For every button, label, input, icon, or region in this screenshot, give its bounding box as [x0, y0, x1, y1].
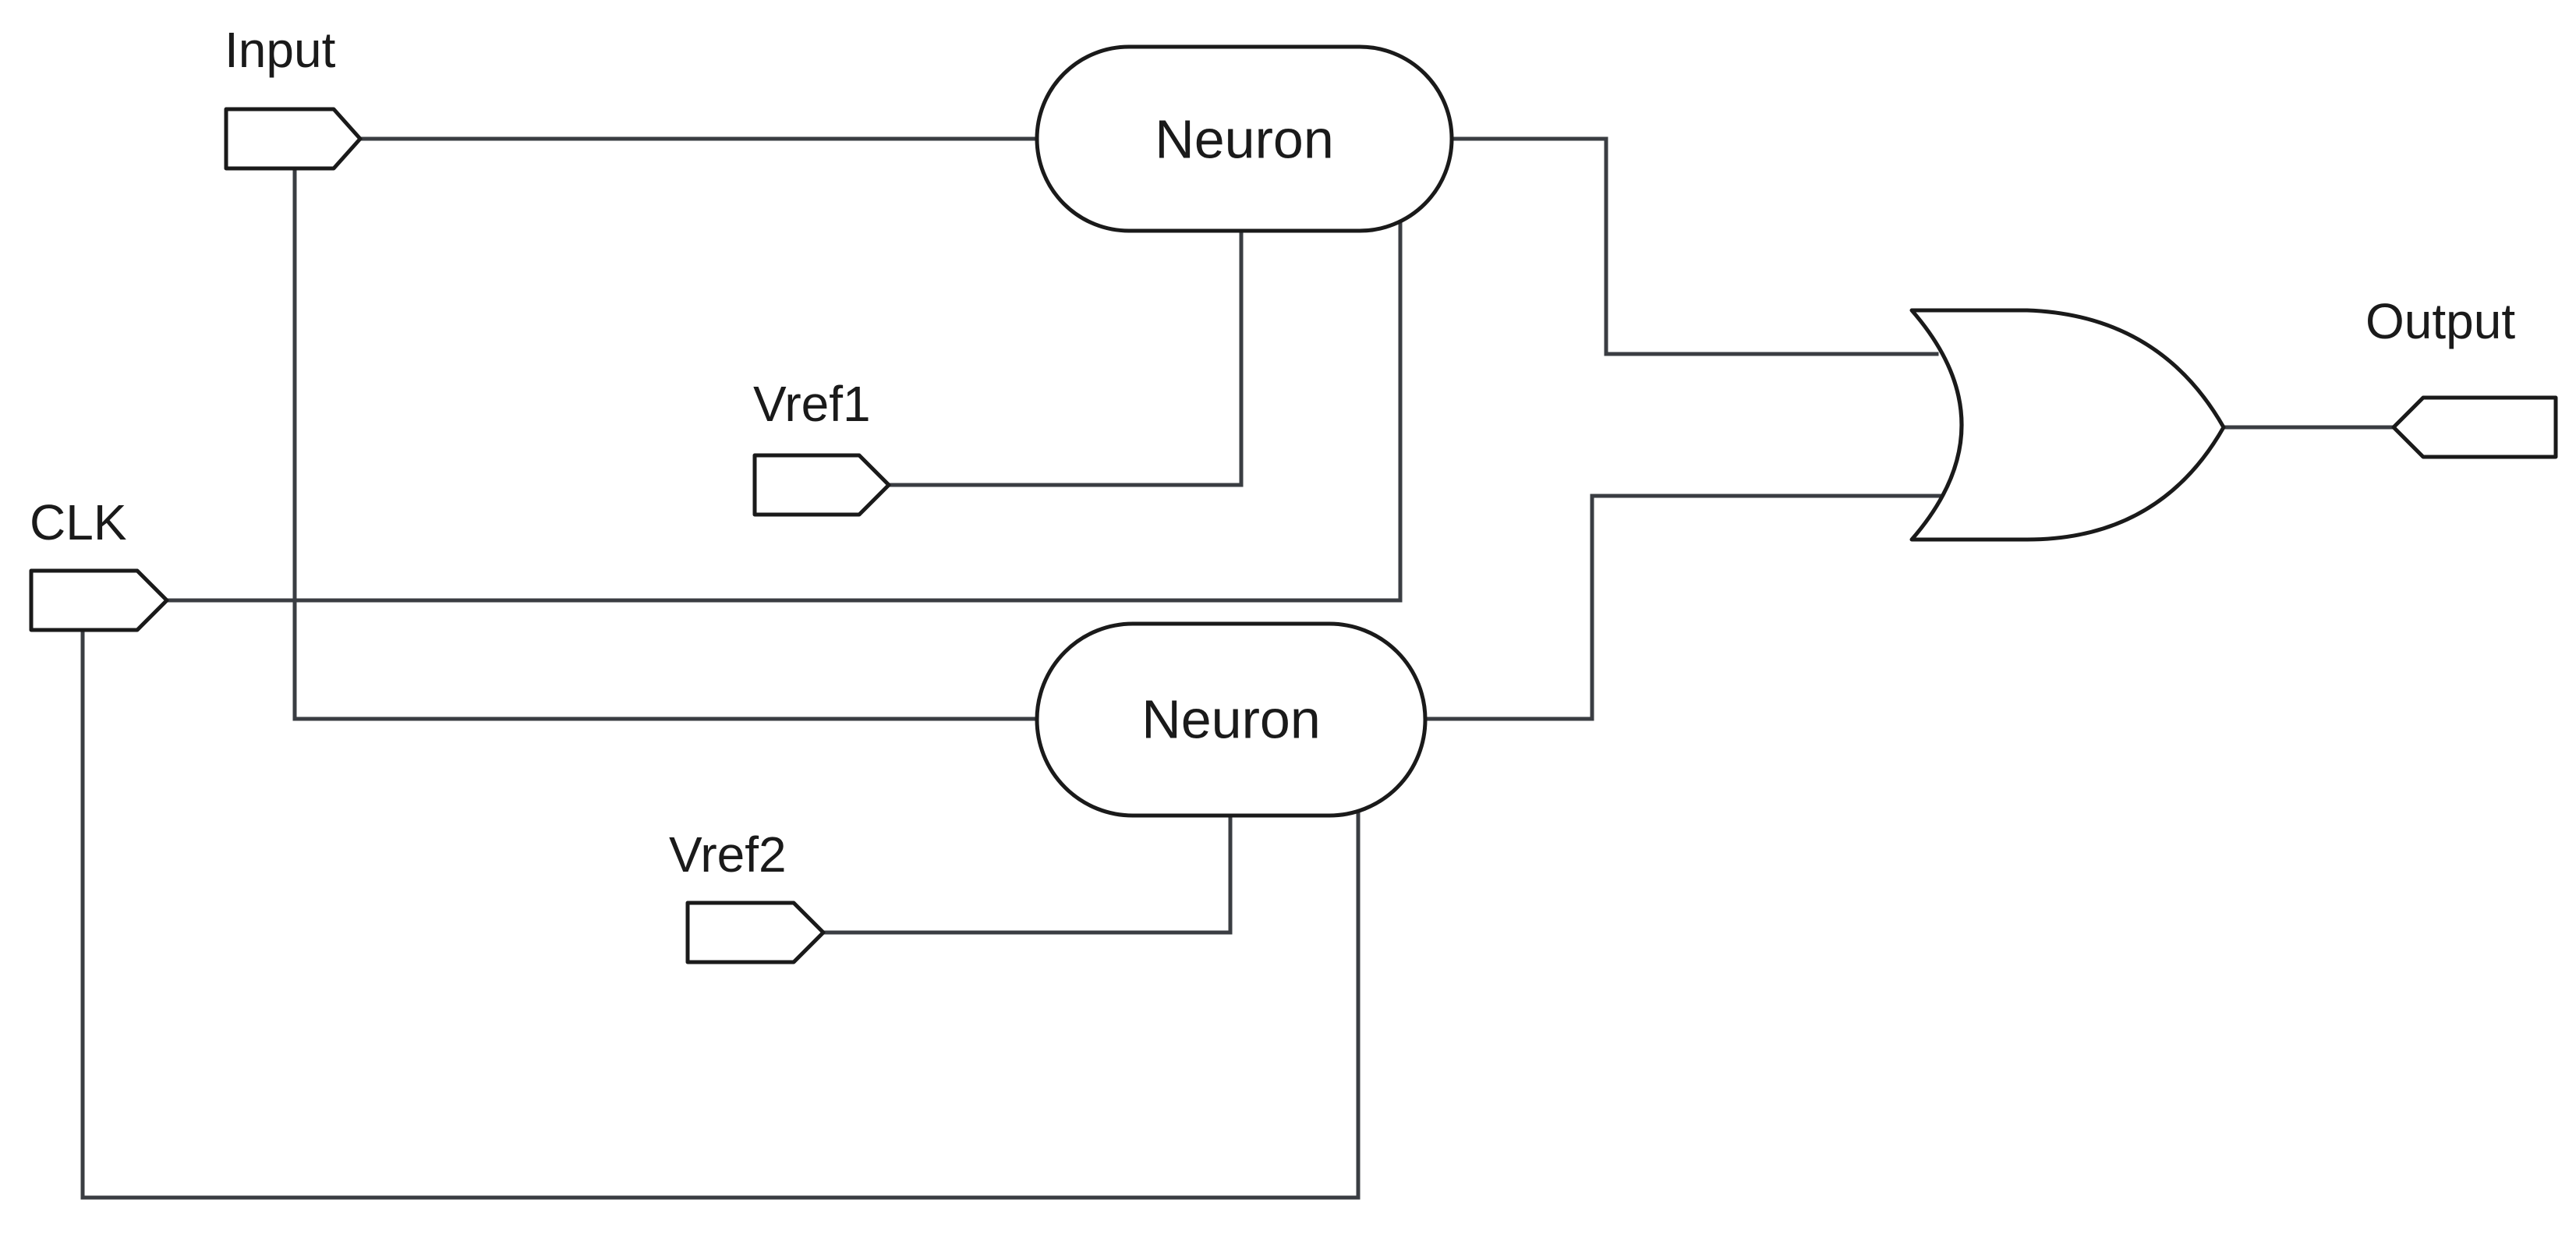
or-gate-shape: [1909, 308, 2226, 542]
port-clk-shape: [29, 568, 169, 632]
port-vref2-shape: [685, 901, 826, 964]
wire-neuron-top-to-or: [1449, 136, 1939, 356]
neuron-block-bottom: Neuron: [1035, 621, 1428, 818]
port-output-shape: [2391, 395, 2558, 459]
wire-vref2-to-neuron-bottom: [821, 813, 1233, 935]
wire-input-to-neuron-bottom: [292, 168, 1039, 721]
neuron-top-label: Neuron: [1155, 108, 1334, 169]
port-vref1: Vref1: [752, 376, 891, 517]
wire-clk-to-neuron-top: [165, 218, 1403, 603]
port-clk-label: CLK: [30, 494, 127, 550]
wire-vref1-to-neuron-top: [886, 228, 1244, 487]
port-vref2-label: Vref2: [669, 826, 787, 883]
wire-neuron-bottom-to-or: [1423, 494, 1951, 721]
port-output-label: Output: [2365, 293, 2515, 349]
port-vref2: Vref2: [669, 826, 826, 964]
wires: [80, 136, 2396, 1200]
port-vref1-shape: [752, 453, 891, 517]
port-input-label: Input: [225, 22, 336, 78]
neuron-block-top: Neuron: [1035, 44, 1454, 233]
neuron-bottom-label: Neuron: [1141, 688, 1321, 749]
port-vref1-label: Vref1: [753, 376, 871, 432]
neuron-bottom-shape: [1035, 621, 1428, 818]
neuron-top-shape: [1035, 44, 1454, 233]
wire-clk-to-neuron-bottom: [80, 628, 1361, 1200]
port-clk: CLK: [29, 494, 169, 632]
or-gate: [1909, 308, 2226, 542]
port-input: Input: [224, 22, 363, 171]
port-input-shape: [224, 107, 363, 171]
port-output: Output: [2365, 293, 2558, 459]
